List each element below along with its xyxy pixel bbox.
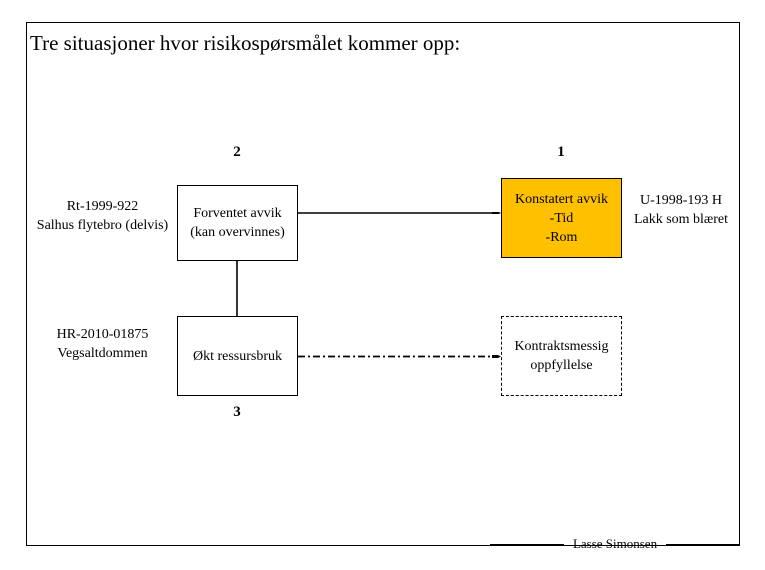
case-label-u-line2: Lakk som blæret (633, 212, 729, 227)
case-label-rt-line1: Rt-1999-922 (66, 199, 139, 214)
box-forventet-line1: Forventet avvik (193, 206, 282, 221)
footer: Lasse Simonsen (490, 534, 741, 554)
box-konstatert-line2: -Tid (549, 210, 574, 226)
caption-number-2: 2 (233, 144, 241, 160)
box-kontrakts-line1: Kontraktsmessig (514, 339, 609, 354)
case-label-hr-line1: HR-2010-01875 (56, 327, 149, 342)
slide-frame (26, 22, 740, 546)
case-label-rt-line2: Salhus flytebro (delvis) (36, 218, 169, 233)
arrow-forventet-to-konstatert (298, 212, 501, 214)
case-label-hr-2010-01875: HR-2010-01875 Vegsaltdommen (30, 325, 175, 363)
case-label-u-line1: U-1998-193 H (639, 193, 723, 208)
box-kontrakts-line2: oppfyllelse (530, 358, 593, 373)
caption-number-1: 1 (557, 144, 565, 160)
box-kontraktsmessig-oppfyllelse[interactable]: Kontraktsmessig oppfyllelse (501, 316, 622, 396)
box-forventet-avvik[interactable]: Forventet avvik (kan overvinnes) (177, 185, 298, 261)
dashed-arrow-okt-to-kontraktsmessig (298, 355, 501, 358)
box-okt-line1: Økt ressursbruk (192, 348, 283, 364)
case-label-rt-1999-922: Rt-1999-922 Salhus flytebro (delvis) (25, 197, 180, 235)
box-konstatert-avvik[interactable]: Konstatert avvik -Tid -Rom (501, 178, 622, 258)
case-label-hr-line2: Vegsaltdommen (57, 346, 148, 361)
page-title: Tre situasjoner hvor risikospørsmålet ko… (30, 31, 461, 55)
connector-forventet-to-okt (236, 261, 238, 316)
footer-rule-left (490, 543, 564, 545)
caption-number-3: 3 (233, 404, 241, 420)
box-forventet-line2: (kan overvinnes) (190, 225, 285, 240)
footer-rule-right (666, 543, 741, 545)
box-konstatert-line3: -Rom (545, 229, 578, 245)
box-konstatert-line1: Konstatert avvik (515, 191, 608, 207)
case-label-u-1998-193-h: U-1998-193 H Lakk som blæret (620, 191, 742, 229)
box-okt-ressursbruk[interactable]: Økt ressursbruk (177, 316, 298, 396)
footer-author-name: Lasse Simonsen (572, 536, 658, 551)
